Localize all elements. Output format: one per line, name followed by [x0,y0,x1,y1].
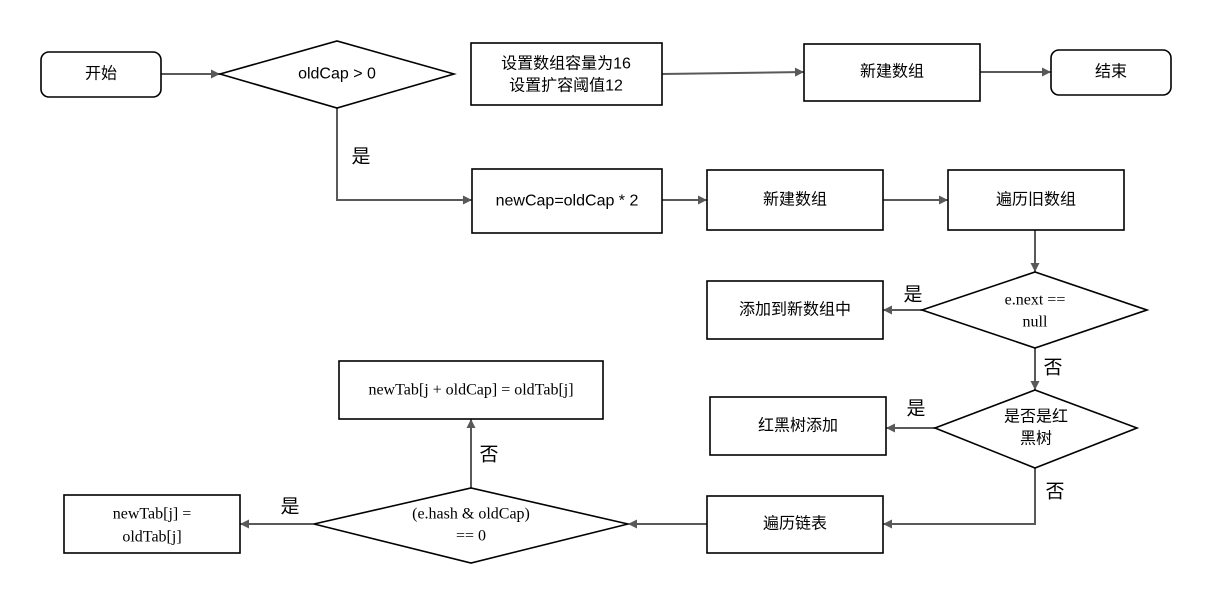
set-defaults-box [470,42,663,106]
set-defaults-line-2: 设置扩容阈值12 [509,77,623,95]
node-move-index: newTab[j + oldCap] = oldTab[j] [338,360,604,420]
set-defaults-line-1: 设置数组容量为16 [501,55,631,73]
add-to-new-array-label: 添加到新数组中 [739,301,851,319]
check-hash-diamond [313,487,629,564]
traverse-list-box [706,495,884,554]
node-keep-index: newTab[j] = oldTab[j] [63,494,241,554]
double-capacity-label: newCap=oldCap * 2 [496,193,639,210]
node-new-array-default: 新建数组 [803,43,981,102]
check-tree-diamond [932,389,1140,469]
keep-index-line-1: newTab[j] = [113,506,192,523]
edges [161,67,1051,529]
start-label: 开始 [85,65,117,83]
edge-label-old-cap-yes: 是 [351,147,370,168]
node-start: 开始 [40,51,162,98]
end-terminal-shape [1050,49,1172,96]
new-array-default-box [803,43,981,102]
traverse-old-array-box [947,169,1125,231]
new-array-resized-box [706,169,884,231]
check-hash-line-1: (e.hash & oldCap) [412,506,530,523]
node-double-capacity: newCap=oldCap * 2 [471,168,663,234]
check-old-cap-label: oldCap > 0 [298,66,376,83]
move-index-box [338,360,604,420]
edge-check-old-cap-yes [336,108,472,205]
node-check-hash: (e.hash & oldCap) == 0 [313,487,629,564]
tree-add-label: 红黑树添加 [758,417,838,435]
edge-label-hash-yes: 是 [280,497,299,518]
tree-add-box [709,396,887,456]
check-next-null-diamond [919,271,1150,349]
node-check-tree: 是否是红 黑树 [932,389,1140,469]
end-label: 结束 [1095,63,1127,81]
edge-labels: 是 是 否 是 否 是 否 [280,147,1064,518]
check-next-null-line-2: null [1023,314,1048,331]
check-old-cap-diamond [217,40,457,109]
edge-check-tree-no [883,468,1036,529]
node-add-to-new-array: 添加到新数组中 [706,280,884,340]
double-capacity-box [471,168,663,234]
node-check-old-cap: oldCap > 0 [217,40,457,109]
start-terminal-shape [40,51,162,98]
edge-label-hash-no: 否 [479,445,498,466]
new-array-resized-label: 新建数组 [763,191,827,209]
add-to-new-array-box [706,280,884,340]
keep-index-line-2: oldTab[j] [122,529,181,546]
node-check-next-null: e.next == null [919,271,1150,349]
edge-label-next-null-yes: 是 [903,285,922,306]
edge-label-next-null-no: 否 [1043,358,1062,379]
node-end: 结束 [1050,49,1172,96]
check-next-null-line-1: e.next == [1005,292,1066,309]
check-hash-line-2: == 0 [456,528,486,545]
node-tree-add: 红黑树添加 [709,396,887,456]
traverse-old-array-label: 遍历旧数组 [996,191,1076,209]
edge-set-defaults-to-new-array [661,67,805,77]
traverse-list-label: 遍历链表 [763,515,827,533]
keep-index-box [63,494,241,554]
node-new-array-resized: 新建数组 [706,169,884,231]
node-traverse-old-array: 遍历旧数组 [947,169,1125,231]
edge-label-tree-yes: 是 [906,399,925,420]
edge-label-tree-no: 否 [1045,482,1064,503]
node-set-defaults: 设置数组容量为16 设置扩容阈值12 [470,42,663,106]
new-array-default-label: 新建数组 [860,63,924,81]
check-tree-line-2: 黑树 [1020,430,1052,448]
node-traverse-list: 遍历链表 [706,495,884,554]
check-tree-line-1: 是否是红 [1004,408,1068,426]
move-index-label: newTab[j + oldCap] = oldTab[j] [368,382,573,399]
